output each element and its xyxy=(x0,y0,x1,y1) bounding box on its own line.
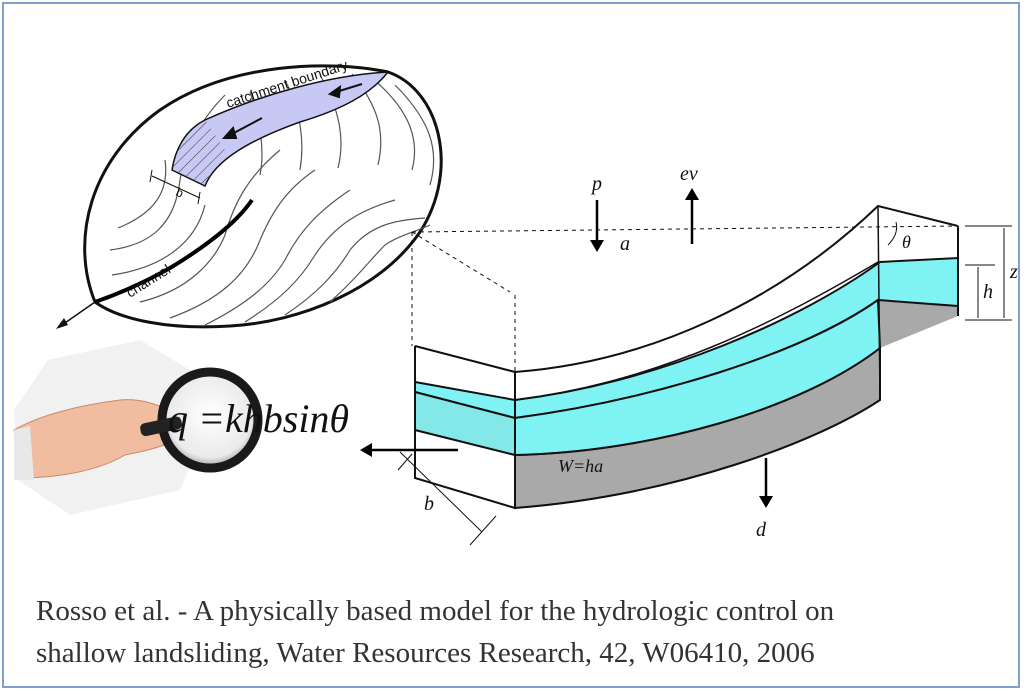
magnifier-illustration xyxy=(13,340,263,515)
block-width-label: b xyxy=(424,493,434,515)
contour-lines xyxy=(109,73,435,326)
block-inner-curve xyxy=(514,261,879,401)
citation-caption: Rosso et al. - A physically based model … xyxy=(36,590,1026,674)
outlet-arrowhead xyxy=(56,318,68,329)
citation-line-1: Rosso et al. - A physically based model … xyxy=(36,595,835,627)
width-dimension xyxy=(149,169,201,205)
h-dimension xyxy=(965,264,995,318)
flow-arrows xyxy=(221,83,363,139)
z-dimension xyxy=(965,225,1012,321)
precip-label: p xyxy=(590,173,602,195)
flow-equation: q =khbsinθ xyxy=(168,396,349,441)
water-height-label: h xyxy=(983,281,993,303)
storage-label: W=ha xyxy=(558,456,603,476)
angle-label: θ xyxy=(902,232,911,252)
sleeve xyxy=(14,426,34,480)
channel-line xyxy=(94,198,254,304)
flux-arrows xyxy=(360,188,773,508)
theta-arc xyxy=(887,221,898,246)
block-top-edge xyxy=(414,204,959,374)
outlet-arrow-line xyxy=(61,301,96,326)
hillslope-outlet-hatch xyxy=(172,120,225,186)
catchment-boundary-outline xyxy=(83,64,443,329)
block-back-vertical xyxy=(877,205,881,401)
drainage-label: d xyxy=(756,519,767,541)
area-label: a xyxy=(620,233,630,255)
hillslope-block xyxy=(360,188,1012,546)
soil-depth-label: z xyxy=(1009,261,1018,283)
magnifier-handle xyxy=(140,416,183,437)
evap-label: ev xyxy=(680,163,698,185)
catchment-diagram: b catchment boundary channel xyxy=(56,56,443,329)
citation-line-2: shallow landsliding, Water Resources Res… xyxy=(36,637,815,669)
b-dimension xyxy=(397,451,497,546)
